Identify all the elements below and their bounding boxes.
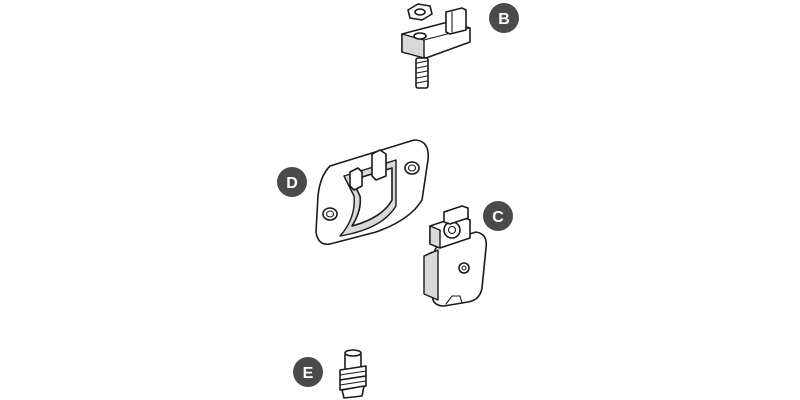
badge-c: C (483, 201, 513, 231)
badge-b: B (489, 3, 519, 33)
badge-b-label: B (498, 11, 510, 28)
part-c-roller-carriage-icon (423, 205, 488, 307)
badge-d: D (277, 167, 307, 197)
badge-d-label: D (286, 175, 298, 192)
badge-c-circle (483, 201, 513, 231)
badge-d-circle (277, 167, 307, 197)
badge-e-label: E (303, 365, 314, 382)
badge-b-circle (489, 3, 519, 33)
part-b-clamp-bolt-icon (401, 3, 471, 89)
badge-e-circle (293, 357, 323, 387)
part-d-end-bracket-icon (315, 139, 430, 246)
badge-e: E (293, 357, 323, 387)
part-e-stopper-plug-icon (339, 349, 367, 399)
badge-c-label: C (492, 209, 504, 226)
